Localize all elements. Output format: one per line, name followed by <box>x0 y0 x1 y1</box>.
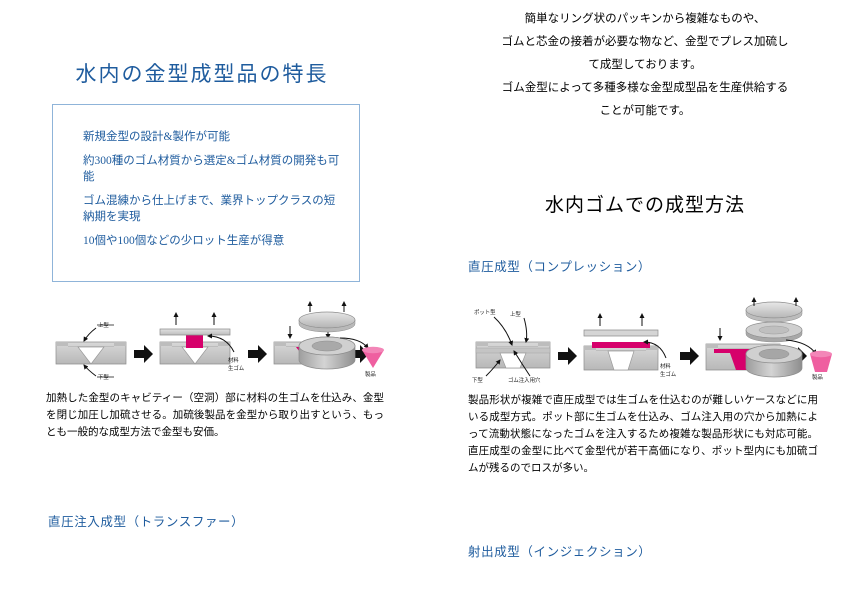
list-item: 約300種のゴム材質から選定&ゴム材質の開発も可能 <box>83 155 340 183</box>
label-lower-mold: 下型 <box>472 376 483 384</box>
demold-svg: 製品 <box>298 301 384 378</box>
transfer-caption: 製品形状が複雑で直圧成型では生ゴムを仕込むのが難しいケースなどに用いる成型方式。… <box>468 395 818 474</box>
transfer-step2: 材料 生ゴム <box>583 313 677 378</box>
step1-open-mold: 上型 下型 <box>55 321 127 381</box>
transfer-flow-arrow-1 <box>558 347 577 365</box>
flow-arrow-1 <box>134 345 153 363</box>
intro-line: ゴムと芯金の接着が必要な物など、金型でプレス加硫し <box>501 36 789 48</box>
label-material-1: 材料 <box>660 362 671 370</box>
label-inject-hole: ゴム注入用穴 <box>508 376 541 384</box>
page-title-right: 水内ゴムでの成型方法 <box>544 195 745 216</box>
compression-caption: 加熱した金型のキャビティー（空洞）部に材料の生ゴムを仕込み、金型を閉じ加圧し加硫… <box>46 393 384 438</box>
intro-paragraph: 簡単なリング状のパッキンから複雑なものや、 ゴムと芯金の接着が必要な物など、金型… <box>452 8 838 123</box>
flow-arrow-2 <box>248 345 267 363</box>
intro-line: て成型しております。 <box>588 59 702 71</box>
label-product: 製品 <box>365 370 376 378</box>
label-upper-mold: 上型 <box>510 310 521 318</box>
label-material-2: 生ゴム <box>660 370 677 378</box>
intro-line: 簡単なリング状のパッキンから複雑なものや、 <box>524 13 766 25</box>
page-title-left: 水内の金型成型品の特長 <box>75 62 329 86</box>
transfer-diagram-svg: ポット型 上型 下型 ゴム注入用穴 <box>472 308 807 384</box>
section-heading-compression: 直圧成型（コンプレッション） <box>468 260 652 274</box>
transfer-demold-svg: 製品 <box>745 297 832 381</box>
transfer-step1: ポット型 上型 下型 ゴム注入用穴 <box>472 308 551 384</box>
label-material-1: 材料 <box>228 356 239 364</box>
features-list: 新規金型の設計&製作が可能 約300種のゴム材質から選定&ゴム材質の開発も可能 … <box>53 105 359 249</box>
intro-line: ゴム金型によって多種多様な金型成型品を生産供給する <box>501 82 789 94</box>
step2-load-rubber: 材料 生ゴム <box>159 312 245 372</box>
section-heading-injection: 射出成型（インジェクション） <box>468 545 652 559</box>
transfer-demold-step: 製品 <box>728 296 840 386</box>
compression-demold-step: 製品 <box>282 298 392 384</box>
label-material-2: 生ゴム <box>228 364 245 372</box>
intro-line: ことが可能です。 <box>599 105 691 117</box>
label-product: 製品 <box>812 373 823 381</box>
list-item: 新規金型の設計&製作が可能 <box>83 131 230 143</box>
features-box: 新規金型の設計&製作が可能 約300種のゴム材質から選定&ゴム材質の開発も可能 … <box>52 104 360 282</box>
list-item: ゴム混練から仕上げまで、業界トップクラスの短納期を実現 <box>83 195 336 223</box>
transfer-process-diagram: ポット型 上型 下型 ゴム注入用穴 <box>468 302 824 386</box>
section-heading-transfer: 直圧注入成型（トランスファー） <box>48 515 245 529</box>
label-pot-mold: ポット型 <box>474 308 496 316</box>
transfer-flow-arrow-2 <box>680 347 699 365</box>
list-item: 10個や100個などの少ロット生産が得意 <box>83 235 285 247</box>
